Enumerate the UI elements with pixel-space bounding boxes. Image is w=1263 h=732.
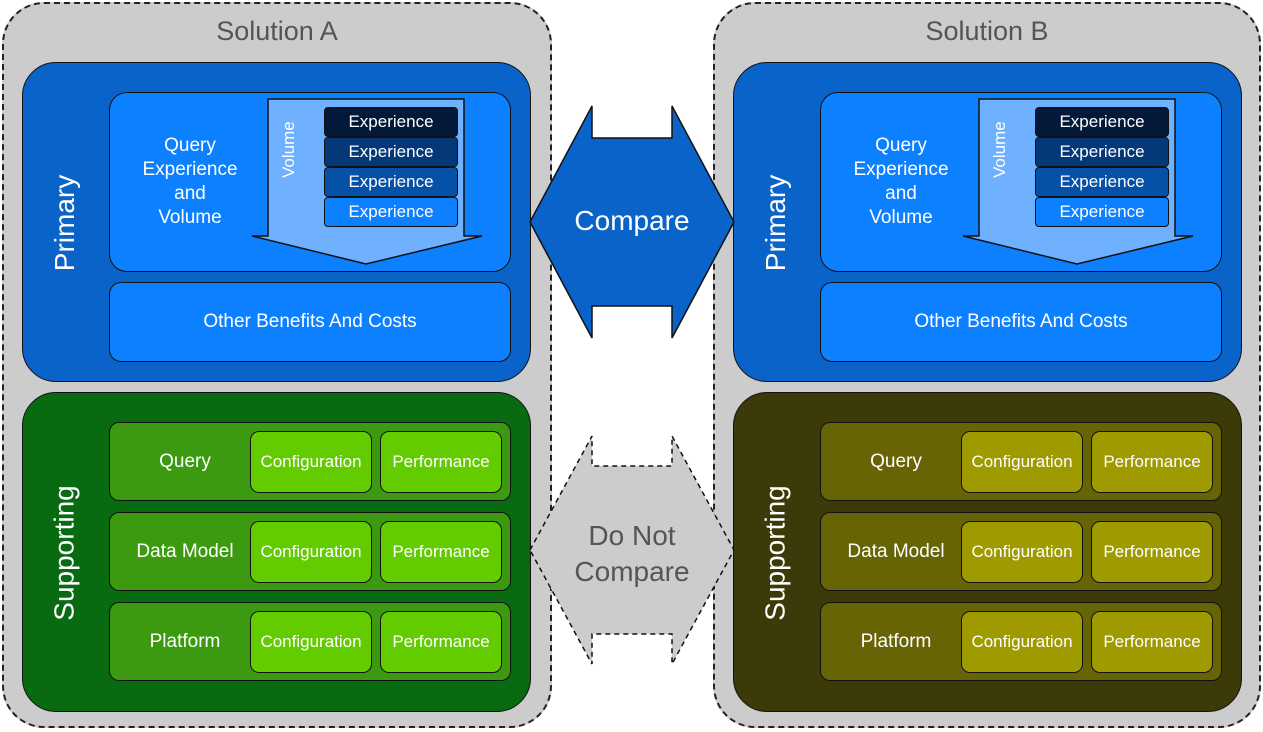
solution-b-primary-panel: Primary Query Experience and Volume Volu… bbox=[733, 62, 1242, 382]
compare-label: Compare bbox=[574, 205, 690, 236]
configuration-chip: Configuration bbox=[250, 431, 372, 493]
configuration-chip: Configuration bbox=[250, 611, 372, 673]
configuration-chip: Configuration bbox=[961, 431, 1083, 493]
performance-chip: Performance bbox=[380, 521, 502, 583]
row-label: Data Model bbox=[136, 540, 234, 562]
experience-level-3: Experience bbox=[1035, 167, 1169, 197]
experience-level-1: Experience bbox=[1035, 107, 1169, 137]
supporting-row-data-model: Data Model Configuration Performance bbox=[109, 512, 511, 591]
experience-level-2: Experience bbox=[1035, 137, 1169, 167]
solution-a-title: Solution A bbox=[216, 16, 338, 46]
primary-label: Primary bbox=[760, 174, 792, 272]
volume-label: Volume bbox=[279, 121, 298, 178]
experience-level-4: Experience bbox=[1035, 197, 1169, 227]
experience-level-3: Experience bbox=[324, 167, 458, 197]
row-label: Query bbox=[870, 450, 922, 472]
solution-a-primary-panel: Primary Query Experience and Volume Volu… bbox=[22, 62, 531, 382]
other-benefits-box: Other Benefits And Costs bbox=[109, 282, 511, 362]
volume-label: Volume bbox=[990, 121, 1009, 178]
performance-chip: Performance bbox=[380, 611, 502, 673]
performance-chip: Performance bbox=[1091, 431, 1213, 493]
solution-b-supporting-panel: Supporting Query Configuration Performan… bbox=[733, 392, 1242, 712]
experience-level-1: Experience bbox=[324, 107, 458, 137]
query-experience-volume-label: Query Experience and Volume bbox=[142, 135, 238, 228]
experience-level-4: Experience bbox=[324, 197, 458, 227]
configuration-chip: Configuration bbox=[250, 521, 372, 583]
query-experience-volume-box: Query Experience and Volume Volume Exper… bbox=[820, 92, 1222, 272]
supporting-label: Supporting bbox=[760, 485, 791, 621]
row-label: Data Model bbox=[847, 540, 945, 562]
query-experience-volume-box: Query Experience and Volume Volume Exper… bbox=[109, 92, 511, 272]
configuration-chip: Configuration bbox=[961, 611, 1083, 673]
do-not-compare-arrow bbox=[529, 435, 735, 665]
performance-chip: Performance bbox=[1091, 611, 1213, 673]
primary-label: Primary bbox=[49, 174, 81, 272]
supporting-label: Supporting bbox=[49, 485, 80, 621]
supporting-row-platform: Platform Configuration Performance bbox=[109, 602, 511, 681]
solution-a-supporting-panel: Supporting Query Configuration Performan… bbox=[22, 392, 531, 712]
other-benefits-box: Other Benefits And Costs bbox=[820, 282, 1222, 362]
performance-chip: Performance bbox=[1091, 521, 1213, 583]
row-label: Platform bbox=[860, 630, 932, 652]
supporting-row-query: Query Configuration Performance bbox=[109, 422, 511, 501]
performance-chip: Performance bbox=[380, 431, 502, 493]
do-not-compare-label: Do Not Compare bbox=[574, 520, 690, 587]
configuration-chip: Configuration bbox=[961, 521, 1083, 583]
row-label: Platform bbox=[149, 630, 221, 652]
supporting-row-data-model: Data Model Configuration Performance bbox=[820, 512, 1222, 591]
supporting-row-query: Query Configuration Performance bbox=[820, 422, 1222, 501]
experience-level-2: Experience bbox=[324, 137, 458, 167]
row-label: Query bbox=[159, 450, 211, 472]
supporting-row-platform: Platform Configuration Performance bbox=[820, 602, 1222, 681]
query-experience-volume-label: Query Experience and Volume bbox=[853, 135, 949, 228]
solution-b-title: Solution B bbox=[925, 16, 1049, 46]
compare-arrow bbox=[529, 105, 735, 339]
